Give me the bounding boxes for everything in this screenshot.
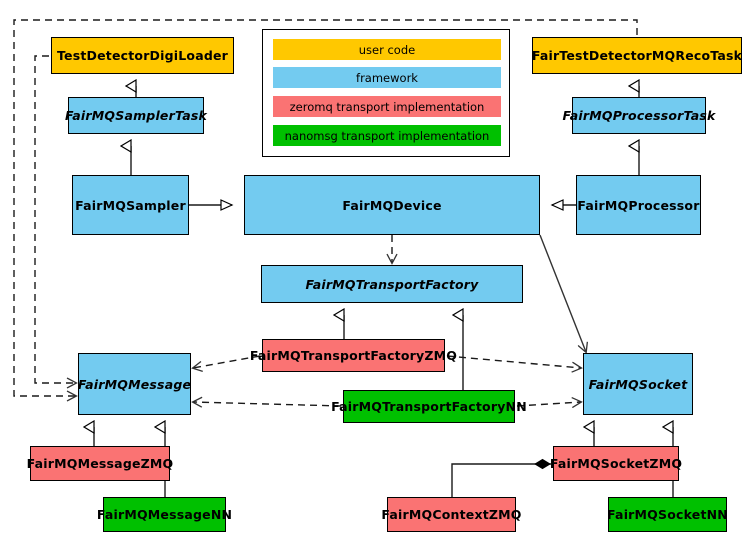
class-box-label: FairMQMessageZMQ bbox=[26, 456, 174, 471]
class-box-label: FairMQDevice bbox=[342, 197, 442, 213]
legend-item-user-code: user code bbox=[273, 39, 501, 60]
class-box-fairmqsampler[interactable]: FairMQSampler bbox=[72, 175, 189, 235]
class-box-label: FairMQSocketNN bbox=[607, 507, 728, 522]
legend-item-framework: framework bbox=[273, 67, 501, 88]
edge-device-to-socket bbox=[539, 234, 586, 352]
class-box-label: FairMQProcessorTask bbox=[562, 108, 716, 123]
edge-socketzmq-composes-contextzmq bbox=[451, 458, 551, 497]
class-box-label: TestDetectorDigiLoader bbox=[56, 48, 229, 63]
class-box-label: FairMQTransportFactoryZMQ bbox=[249, 348, 458, 363]
class-box-fairmqdevice[interactable]: FairMQDevice bbox=[244, 175, 540, 235]
class-box-testdetectordigiloader[interactable]: TestDetectorDigiLoader bbox=[51, 37, 234, 74]
legend-label: user code bbox=[358, 42, 416, 57]
class-box-fairmqmessage[interactable]: FairMQMessage bbox=[78, 353, 191, 415]
edge-factorynn-to-message bbox=[193, 402, 342, 406]
legend-label: zeromq transport implementation bbox=[289, 99, 485, 114]
class-box-fairmqsamplertask[interactable]: FairMQSamplerTask bbox=[64, 97, 208, 134]
class-box-label: FairMQSocket bbox=[588, 376, 688, 392]
class-box-fairmqtransportfactoryzmq[interactable]: FairMQTransportFactoryZMQ bbox=[250, 339, 457, 372]
class-box-label: FairMQMessage bbox=[77, 376, 192, 392]
class-box-label: FairMQProcessor bbox=[577, 197, 700, 213]
class-box-fairmqsocketnn[interactable]: FairMQSocketNN bbox=[607, 497, 728, 532]
class-box-fairmqsocket[interactable]: FairMQSocket bbox=[583, 353, 693, 415]
class-box-fairmqsocketzmq[interactable]: FairMQSocketZMQ bbox=[549, 446, 683, 481]
class-box-fairmqmessagenn[interactable]: FairMQMessageNN bbox=[97, 497, 232, 532]
class-box-label: FairMQContextZMQ bbox=[381, 507, 522, 522]
class-box-label: FairTestDetectorMQRecoTask bbox=[531, 48, 743, 63]
class-box-fairmqprocessor[interactable]: FairMQProcessor bbox=[576, 175, 701, 235]
legend-item-nanomsg: nanomsg transport implementation bbox=[273, 125, 501, 146]
edge-factoryzmq-to-socket bbox=[446, 355, 581, 368]
legend-box: user code framework zeromq transport imp… bbox=[262, 29, 510, 157]
class-box-fairmqmessagezmq[interactable]: FairMQMessageZMQ bbox=[27, 446, 173, 481]
legend-label: nanomsg transport implementation bbox=[284, 128, 490, 143]
legend-label: framework bbox=[356, 70, 418, 85]
class-box-label: FairMQTransportFactoryNN bbox=[331, 399, 527, 414]
class-box-label: FairMQSampler bbox=[75, 197, 186, 213]
class-box-label: FairMQSocketZMQ bbox=[549, 456, 683, 471]
class-box-label: FairMQSamplerTask bbox=[64, 108, 208, 123]
legend-item-zeromq: zeromq transport implementation bbox=[273, 96, 501, 117]
class-box-fairtestdetectormqrecotask[interactable]: FairTestDetectorMQRecoTask bbox=[532, 37, 742, 74]
class-box-fairmqprocessortask[interactable]: FairMQProcessorTask bbox=[562, 97, 715, 134]
class-box-label: FairMQMessageNN bbox=[96, 507, 233, 522]
class-box-fairmqcontextzmq[interactable]: FairMQContextZMQ bbox=[381, 497, 521, 532]
class-box-label: FairMQTransportFactory bbox=[305, 276, 479, 292]
class-box-fairmqtransportfactory[interactable]: FairMQTransportFactory bbox=[261, 265, 523, 303]
class-box-fairmqtransportfactorynn[interactable]: FairMQTransportFactoryNN bbox=[331, 390, 527, 423]
